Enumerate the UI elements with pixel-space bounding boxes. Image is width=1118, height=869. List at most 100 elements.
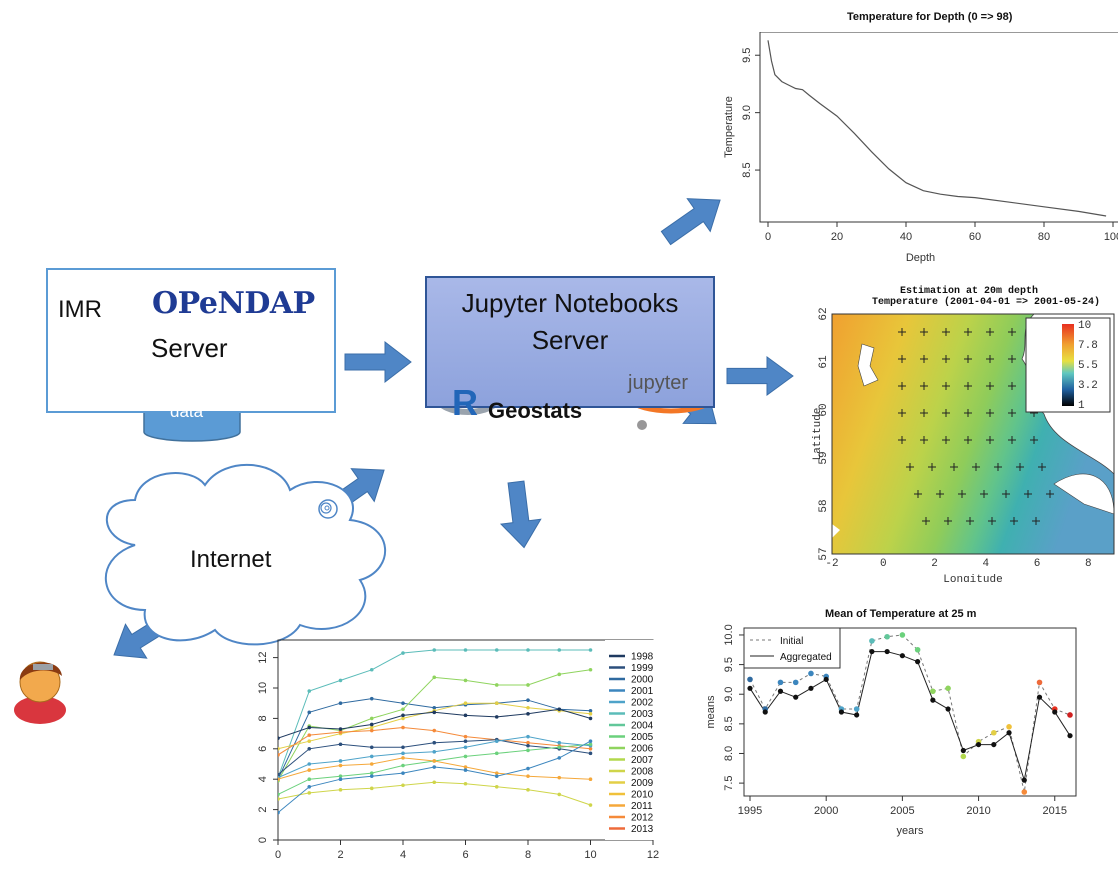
user-avatar-icon [14,661,66,724]
x-tick-label: 0 [880,558,887,570]
series-point [307,762,312,766]
series-point [432,728,437,733]
series-point [588,667,593,672]
series-point [526,712,530,716]
temperature-depth-line [767,40,1107,217]
series-point [432,765,437,769]
station-marker [936,490,944,498]
aggregated-point [975,741,982,748]
initial-point [930,688,936,695]
plot-frame [759,32,1118,223]
jupyter-title-line1: Jupyter Notebooks [461,288,679,318]
series-point [463,678,468,683]
jupyter-title-line2: Server [531,325,609,355]
station-marker [986,355,994,363]
legend-label: 2012 [631,813,654,824]
initial-point [1036,679,1043,686]
station-marker [922,517,930,525]
x-axis-label: years [897,825,924,837]
jupyter-server-box [425,276,715,408]
shetland-land [857,343,879,387]
aggregated-point [1021,777,1027,783]
series-point [494,648,499,652]
series-point [432,780,437,785]
series-point [369,716,374,721]
aggregated-point [945,706,951,712]
station-marker [942,328,950,336]
plot-frame [743,627,1077,797]
series-point [307,777,312,781]
x-tick-label: 2010 [966,805,990,817]
y-tick-label: 62 [818,307,830,320]
y-tick-label: 6 [257,746,269,752]
series-point [432,759,437,763]
series-group [278,648,593,815]
series-point [369,722,374,727]
x-tick-label: -2 [825,558,838,570]
station-marker [1008,355,1016,363]
series-point [526,774,530,778]
series-point [494,715,499,719]
arrow-to-yearly-chart [495,479,545,551]
series-point [369,754,374,759]
initial-point [747,676,753,683]
station-marker [920,328,928,336]
series-point [526,734,530,739]
data-label: data [170,402,204,421]
series-point [369,745,374,750]
colorbar-tick-label: 1 [1078,400,1085,412]
aggregated-point [808,685,814,691]
station-marker [958,490,966,498]
imr-server-label: Server [151,333,228,363]
x-tick-label: 8 [525,849,531,861]
series-point [401,707,405,712]
series-point [494,751,499,756]
series-point [526,748,530,753]
initial-point [777,679,784,686]
series-line [278,781,591,806]
series-point [463,768,468,772]
station-marker [920,355,928,363]
series-point [588,716,593,721]
station-marker [898,355,906,363]
y-tick-label: 9.5 [723,657,735,672]
aggregated-point [793,694,799,700]
series-point [494,771,499,775]
series-point [494,701,499,705]
y-tick-label: 2 [257,807,269,813]
map-subtitle: Temperature (2001-04-01 => 2001-05-24) [872,297,1101,308]
legend-label: 2005 [631,732,654,743]
series-point [401,716,405,721]
series-point [307,725,312,730]
station-marker [986,436,994,444]
imr-server-box [46,268,336,413]
station-marker [1010,517,1018,525]
aggregated-point [991,741,997,748]
aggregated-point [1067,733,1073,739]
y-tick-label: 60 [818,403,830,416]
map-title: Estimation at 20m depth [900,286,1039,297]
initial-point [1021,789,1028,795]
arrow-imr-to-jupyter [344,341,412,383]
station-marker [898,382,906,390]
initial-point [884,633,890,640]
y-tick-label: 8 [257,715,269,721]
station-marker [928,463,936,471]
series-point [278,810,280,815]
imr-label: IMR [58,296,102,323]
colorbar-tick-label: 10 [1078,320,1091,332]
series-point [526,766,530,771]
series-point [278,736,280,740]
station-marker [914,490,922,498]
y-tick-label: 9.0 [723,687,735,702]
initial-point [991,729,997,736]
station-marker [1032,517,1040,525]
y-tick-label: 61 [818,355,830,369]
series-point [278,797,280,801]
series-point [338,774,343,778]
legend-label: 2003 [631,709,654,720]
mean-chart-title: Mean of Temperature at 25 m [825,608,977,620]
station-marker [1030,436,1038,444]
aggregated-point [1006,730,1012,736]
